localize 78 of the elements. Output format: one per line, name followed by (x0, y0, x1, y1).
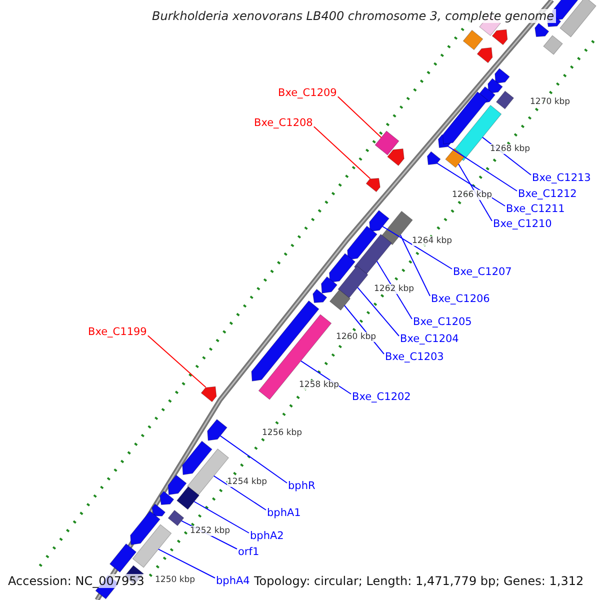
leader-line (158, 548, 216, 578)
gene-label: bphA1 (267, 507, 301, 520)
leader-line (448, 146, 518, 192)
gene-feature (182, 440, 212, 476)
gene-feature (251, 300, 320, 382)
gene-feature (168, 510, 184, 526)
title: Burkholderia xenovorans LB400 chromosome 3, complete genome (150, 9, 556, 24)
gene-feature (552, 0, 579, 21)
gene-label: Bxe_C1211 (506, 203, 565, 216)
scale-tick-label: 1268 kbp (490, 144, 530, 154)
scale-tick-label: 1260 kbp (336, 332, 376, 342)
leader-line (194, 501, 250, 534)
leader-line (213, 475, 266, 510)
gene-label: Bxe_C1212 (518, 188, 577, 201)
leader-line (220, 435, 288, 484)
gene-feature (176, 486, 200, 510)
gene-label: bphA4 (216, 575, 250, 588)
gene-feature (476, 47, 493, 64)
gene-feature (426, 151, 441, 166)
gene-feature (354, 234, 392, 276)
scale-tick-label: 1256 kbp (262, 428, 302, 438)
leader-line (382, 226, 452, 270)
scale-tick-label: 1250 kbp (155, 575, 196, 586)
gene-feature (488, 78, 503, 94)
scale-tick-label: 1270 kbp (530, 97, 570, 108)
gene-label: Bxe_C1210 (493, 218, 552, 231)
gene-feature (160, 490, 174, 506)
gene-feature (186, 448, 230, 496)
gene-feature (347, 226, 378, 260)
leader-line (357, 286, 400, 336)
gene-feature (366, 178, 380, 192)
gene-feature (130, 510, 160, 546)
gene-feature (152, 504, 166, 516)
scale-tick-label: 1254 kbp (227, 477, 268, 488)
gene-label: bphR (288, 480, 316, 493)
gene-feature (329, 289, 351, 311)
gene-feature (132, 524, 172, 568)
gene-feature (369, 210, 390, 232)
gene-label: bphA2 (250, 530, 284, 543)
gene-feature (445, 148, 465, 168)
leader-line (337, 96, 382, 138)
gene-label: Bxe_C1204 (400, 333, 459, 346)
gene-feature (207, 418, 228, 441)
leader-line (147, 335, 206, 388)
gene-feature (387, 148, 404, 166)
gene-feature (329, 253, 356, 283)
leader-line (313, 126, 371, 180)
gene-label: Bxe_C1205 (413, 316, 472, 329)
scale-tick-label: 1258 kbp (299, 380, 340, 390)
gene-feature (374, 130, 400, 156)
gene-feature (312, 288, 328, 304)
gene-label: Bxe_C1213 (532, 172, 591, 185)
gene-feature (543, 35, 563, 55)
gene-feature (462, 30, 484, 50)
gene-feature (381, 210, 413, 246)
scale-tick-label: 1252 kbp (190, 526, 230, 536)
gene-label: Bxe_C1209 (278, 87, 337, 100)
gene-label: orf1 (238, 546, 260, 559)
gene-label: Bxe_C1202 (352, 391, 411, 404)
gene-feature (442, 91, 488, 144)
gene-feature (338, 265, 368, 299)
footer-text: Accession: NC_007953 (6, 574, 146, 588)
gene-feature (496, 90, 514, 110)
gene-label: Bxe_C1199 (88, 326, 147, 339)
leader-line (300, 360, 352, 394)
gene-label: Bxe_C1208 (254, 117, 313, 130)
gene-label: Bxe_C1203 (385, 351, 444, 364)
gene-feature (109, 543, 137, 573)
gene-label: Bxe_C1207 (453, 266, 512, 279)
scale-tick-label: 1266 kbp (452, 190, 492, 200)
gene-feature (494, 68, 510, 84)
gene-feature (560, 0, 596, 38)
scale-tick-label: 1264 kbp (412, 236, 452, 246)
scale-tick-label: 1262 kbp (374, 284, 414, 294)
gene-feature (200, 386, 217, 402)
gene-label: Bxe_C1206 (431, 293, 490, 306)
gene-feature (492, 29, 508, 46)
leader-line (400, 234, 430, 296)
